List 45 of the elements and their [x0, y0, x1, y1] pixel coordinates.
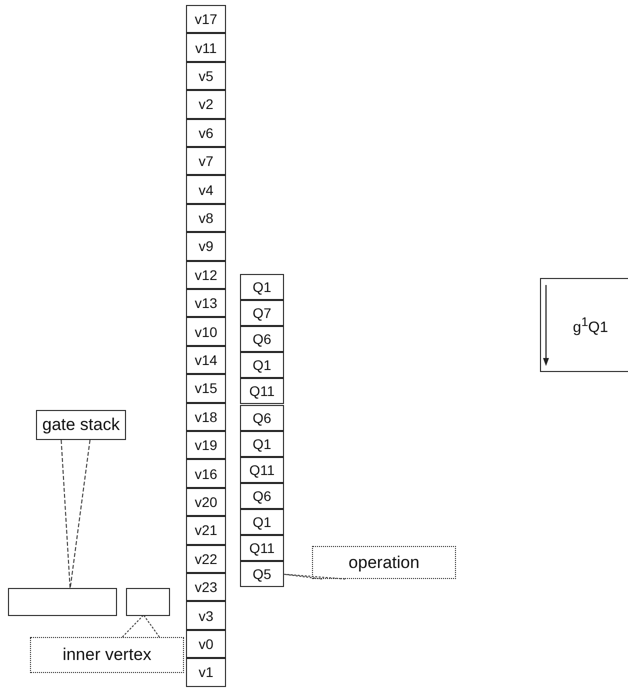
vertex-cell: v10 [186, 317, 226, 346]
vertex-cell: v0 [186, 630, 226, 658]
vertex-cell: v6 [186, 118, 226, 147]
vertex-cell: v7 [186, 147, 226, 176]
vertex-cell: v1 [186, 658, 226, 687]
operation-cell: Q11 [240, 378, 284, 404]
vertex-cell: v2 [186, 90, 226, 119]
vertex-cell: v5 [186, 62, 226, 90]
operation-cell: Q6 [240, 404, 284, 431]
vertex-cell: v13 [186, 289, 226, 318]
operation-cell: Q6 [240, 482, 284, 509]
callout-box: inner vertex [30, 637, 184, 673]
leader-line [60, 440, 90, 590]
empty-box [126, 588, 170, 616]
operation-cell: Q6 [240, 326, 284, 352]
leader-line [122, 614, 160, 638]
vertex-cell: v11 [186, 33, 226, 62]
label-box: g$^{1}$Q1 [540, 278, 628, 372]
vertex-cell: v15 [186, 374, 226, 403]
vertex-cell: v23 [186, 573, 226, 602]
callout-box: operation [312, 546, 456, 579]
vertex-cell: v18 [186, 402, 226, 431]
vertex-cell: v4 [186, 175, 226, 204]
vertex-cell: v22 [186, 544, 226, 573]
operation-cell: Q1 [240, 508, 284, 535]
vertex-cell: v3 [186, 601, 226, 630]
operation-cell: Q5 [240, 561, 284, 588]
vertex-cell: v17 [186, 5, 226, 34]
vertex-cell: v16 [186, 459, 226, 488]
operation-cell: Q1 [240, 274, 284, 300]
vertex-cell: v8 [186, 204, 226, 232]
operation-cell: Q1 [240, 352, 284, 378]
vertex-cell: v14 [186, 346, 226, 374]
leader-line [282, 574, 346, 580]
operation-cell: Q11 [240, 456, 284, 483]
vertex-cell: v21 [186, 516, 226, 545]
vertex-cell: v9 [186, 232, 226, 261]
operation-cell: Q1 [240, 430, 284, 457]
empty-box [8, 588, 117, 616]
vertex-cell: v12 [186, 260, 226, 289]
vertex-cell: v19 [186, 431, 226, 460]
operation-cell: Q7 [240, 300, 284, 326]
operation-cell: Q11 [240, 535, 284, 562]
callout-box: gate stack [36, 410, 126, 440]
vertex-cell: v20 [186, 488, 226, 516]
